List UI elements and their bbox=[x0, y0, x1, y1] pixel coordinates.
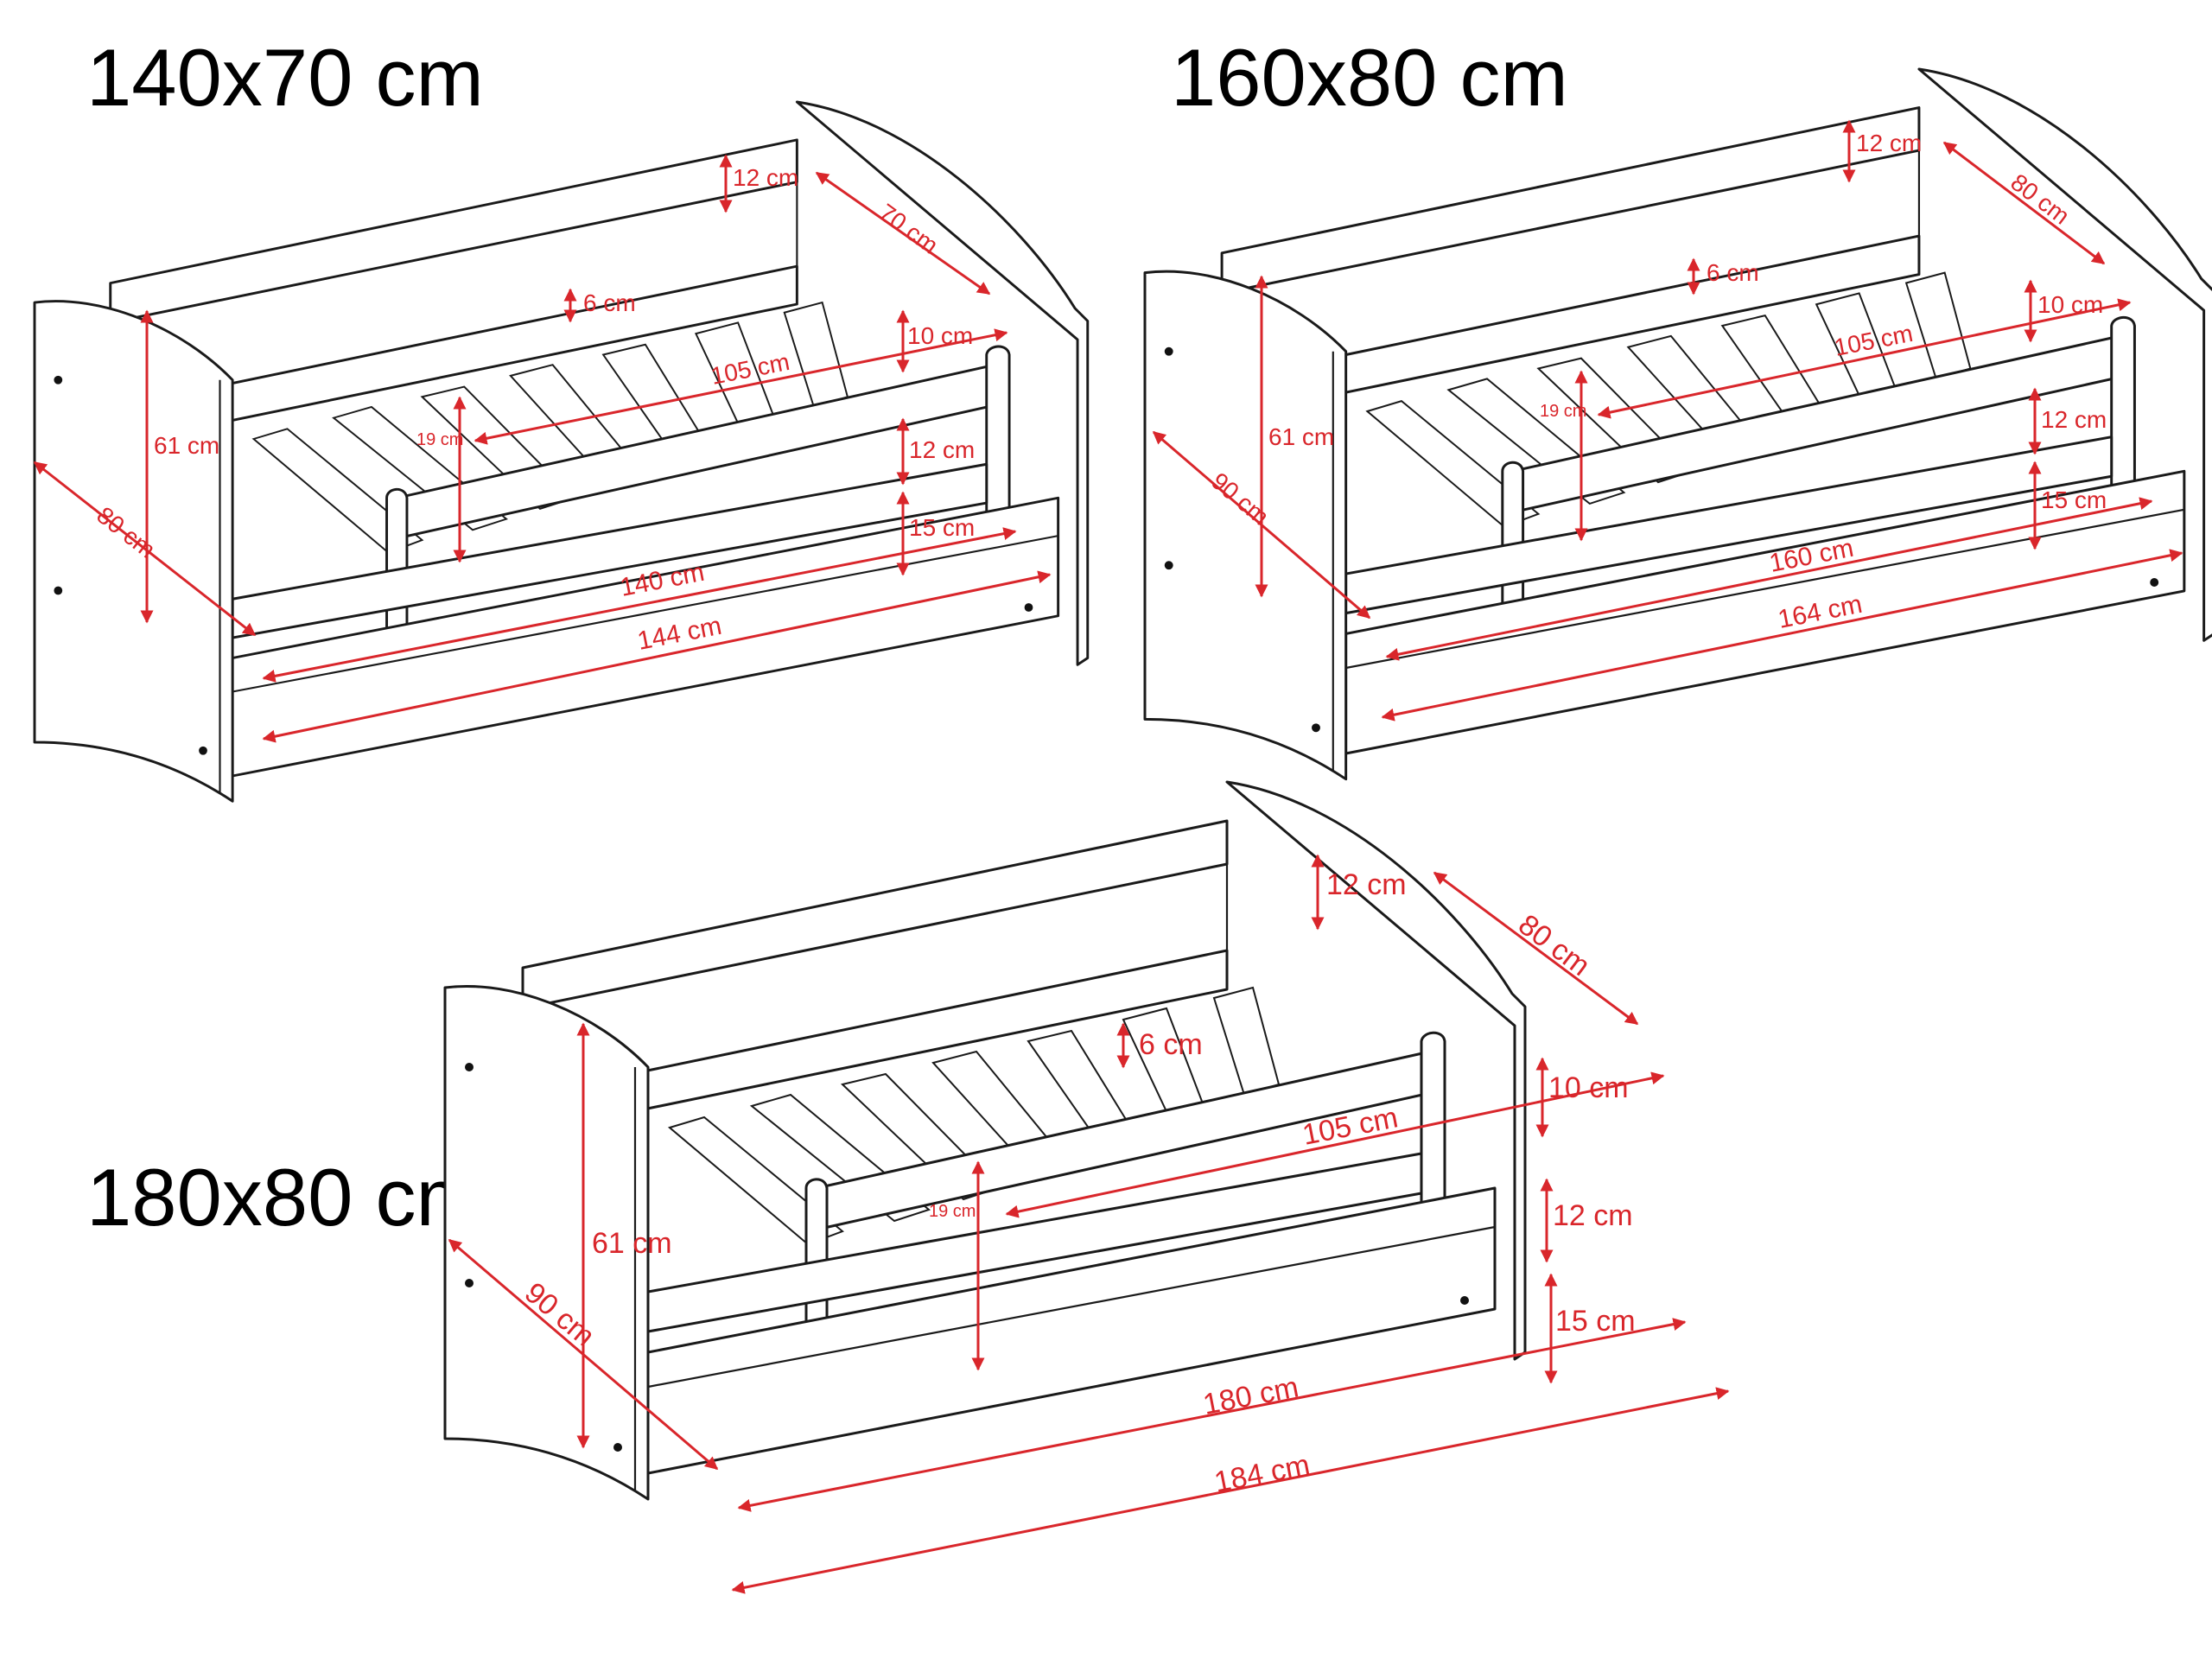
bed-180-group: 180x80 cm 61 cm 90 cm 80 cm 12 cm 6 cm 1… bbox=[86, 780, 1730, 1594]
bed-140-side-height: 61 cm bbox=[154, 432, 219, 459]
bed-180-inner-length: 180 cm bbox=[1200, 1370, 1301, 1421]
bed-160-rail-height: 19 cm bbox=[1540, 402, 1586, 421]
bed-180-rail-top: 10 cm bbox=[1548, 1071, 1629, 1104]
bed-160-group: 160x80 cm 61 cm 90 cm 80 cm 12 cm 6 cm 1… bbox=[1143, 32, 2212, 781]
bed-140-group: 140x70 cm 61 cm 80 cm 70 cm 12 cm 6 cm 1… bbox=[33, 32, 1090, 803]
bed-140-slat-gap: 6 cm bbox=[583, 289, 636, 316]
bed-160-top-gap: 12 cm bbox=[1856, 130, 1922, 156]
bed-180-width: 80 cm bbox=[1512, 908, 1596, 982]
bed-140-rail-height: 19 cm bbox=[416, 430, 463, 449]
bed-180-top-gap: 12 cm bbox=[1326, 868, 1407, 901]
bed-180-title: 180x80 cm bbox=[86, 1152, 484, 1243]
bed-180-rail-height: 19 cm bbox=[929, 1202, 976, 1221]
bed-160-rail-bottom: 12 cm bbox=[2041, 406, 2107, 433]
bed-140-rail-bottom: 12 cm bbox=[909, 436, 975, 463]
bed-180-rail-bottom: 12 cm bbox=[1553, 1199, 1633, 1232]
bed-160-slat-gap: 6 cm bbox=[1707, 259, 1759, 286]
bed-140-title: 140x70 cm bbox=[86, 32, 484, 123]
bed-160-drawer: 15 cm bbox=[2041, 486, 2107, 513]
bed-160-title: 160x80 cm bbox=[1171, 32, 1568, 123]
bed-180-outer-length: 184 cm bbox=[1211, 1448, 1313, 1499]
bed-180-side-height: 61 cm bbox=[592, 1227, 672, 1260]
bed-140-top-gap: 12 cm bbox=[733, 164, 798, 191]
bed-180-slat-gap: 6 cm bbox=[1139, 1028, 1203, 1061]
bed-160-side-height: 61 cm bbox=[1268, 423, 1334, 450]
bed-140-drawer: 15 cm bbox=[909, 514, 975, 541]
bed-180-drawer: 15 cm bbox=[1555, 1305, 1636, 1338]
